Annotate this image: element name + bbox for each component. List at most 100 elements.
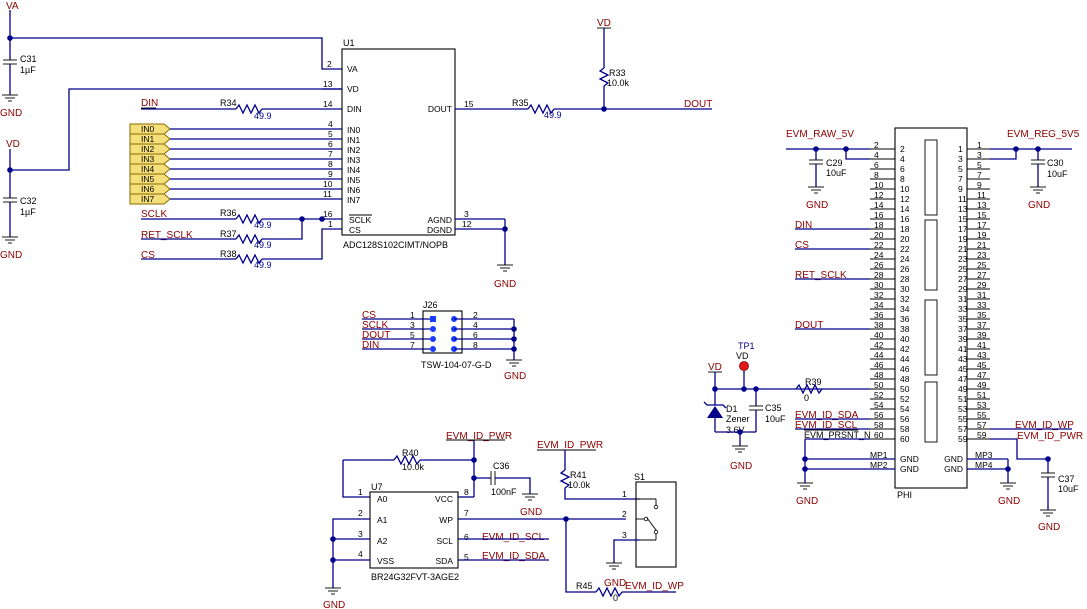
phi-left-pin-num-outer: 40 — [874, 330, 884, 340]
gnd-label-c31: GND — [0, 108, 22, 119]
gnd-label-phi-right: GND — [998, 496, 1020, 507]
phi-right-pin-num-outer: 11 — [977, 190, 986, 200]
r33-ref: R33 — [609, 68, 626, 78]
phi-right-pin-num-outer: 7 — [977, 170, 982, 180]
phi-gnd-right-1: GND — [944, 454, 963, 464]
u7-pin-vss-name: VSS — [377, 556, 394, 566]
u1-pin-13-num: 13 — [323, 79, 333, 89]
u7-pin-a0-name: A0 — [377, 494, 388, 504]
phi-mp2: MP2 — [870, 460, 888, 470]
j26-pin-3: 3 — [410, 320, 415, 330]
dout-net-label: DOUT — [684, 99, 712, 110]
gnd-label-c29: GND — [806, 200, 828, 211]
u1-part: ADC128S102CIMT/NOPB — [343, 240, 448, 250]
u1-pin-6-num: 6 — [328, 139, 333, 149]
in2-label: IN2 — [141, 144, 155, 154]
phi-right-pin-num-inner: 9 — [958, 184, 963, 194]
phi-right-pin-num-inner: 43 — [958, 354, 968, 364]
phi-left-pin-num-outer: 28 — [874, 270, 884, 280]
phi-left-pin-num-outer: 34 — [874, 300, 884, 310]
phi-left-pin-num-inner: 58 — [900, 424, 910, 434]
phi-right-pin-num-outer: 55 — [977, 410, 987, 420]
evm-raw-5v-label: EVM_RAW_5V — [786, 129, 854, 140]
phi-left-pin-num-inner: 14 — [900, 204, 910, 214]
u7-pin-a1-name: A1 — [377, 515, 388, 525]
in5-label: IN5 — [141, 174, 155, 184]
u7-pin-6-num: 6 — [464, 532, 469, 542]
u7-pin-2-num: 2 — [358, 508, 363, 518]
phi-right-pin-num-inner: 15 — [958, 214, 968, 224]
s1-pin-3: 3 — [622, 530, 627, 540]
r37-value: 49.9 — [254, 240, 272, 250]
c31-value: 1µF — [20, 65, 36, 75]
c29-value: 10uF — [826, 168, 847, 178]
dout-path: VD R33 10.0k R35 49.9 DOUT — [455, 18, 712, 120]
phi-right-pin-num-inner: 3 — [958, 154, 963, 164]
phi-left-pin-num-outer: 36 — [874, 310, 884, 320]
phi-right-pin-num-outer: 47 — [977, 370, 987, 380]
r41-evm-id-pwr-label: EVM_ID_PWR — [537, 440, 603, 451]
u7-evm-id-sda-label: EVM_ID_SDA — [482, 551, 546, 562]
phi-left-pin-num-outer: 14 — [874, 200, 884, 210]
r37-ref: R37 — [220, 229, 237, 239]
j26-pin-7: 7 — [410, 340, 415, 350]
d1-vd-label: VD — [708, 362, 722, 373]
phi-left-pin-num-outer: 30 — [874, 280, 884, 290]
phi-right-pin-num-inner: 45 — [958, 364, 968, 374]
phi-left-pin-num-outer: 48 — [874, 370, 884, 380]
phi-right-pin-num-outer: 13 — [977, 200, 987, 210]
phi-right-pin-num-inner: 53 — [958, 404, 968, 414]
in2-tag: IN2 — [129, 143, 322, 155]
j26-net-din: DIN — [362, 340, 379, 351]
phi-right-pin-num-inner: 25 — [958, 264, 968, 274]
phi-nets: EVM_RAW_5V C29 10uF GND EVM_REG_5V5 C30 … — [786, 129, 1083, 533]
phi-left-pin-num-outer: 10 — [874, 180, 884, 190]
phi-right-pin-num-inner: 41 — [958, 344, 968, 354]
r45-value: 0 — [613, 593, 618, 603]
phi-left-pin-num-outer: 52 — [874, 390, 884, 400]
phi-right-pin-num-inner: 55 — [958, 414, 968, 424]
c32-value: 1µF — [20, 207, 36, 217]
phi-gnd-left-2: GND — [900, 464, 919, 474]
u7-evm-id-wp-label: EVM_ID_WP — [625, 581, 684, 592]
phi-din-label: DIN — [795, 220, 812, 231]
u1-pin-9-num: 9 — [328, 169, 333, 179]
cs-path: CS R38 49.9 — [141, 228, 342, 270]
phi-left-pin-num-inner: 40 — [900, 334, 910, 344]
u1-ref: U1 — [343, 38, 355, 48]
u1-pin-in1-name: IN1 — [347, 135, 361, 145]
phi-right-pin-num-inner: 1 — [958, 144, 963, 154]
phi-left-pin-num-outer: 26 — [874, 260, 884, 270]
phi-right-pin-num-outer: 19 — [977, 230, 987, 240]
gnd-label-u1: GND — [494, 279, 516, 290]
phi-left-pin-num-outer: 58 — [874, 420, 884, 430]
vd-supply-section: VD C32 1µF GND — [0, 88, 342, 261]
in1-label: IN1 — [141, 134, 155, 144]
u1-pin-15-num: 15 — [464, 99, 474, 109]
r41-value: 10.0k — [568, 480, 591, 490]
u1-pin-4-num: 4 — [328, 119, 333, 129]
phi-left-pin-num-inner: 30 — [900, 284, 910, 294]
phi-evm-id-scl-label: EVM_ID_SCL — [795, 420, 858, 431]
phi-evm-prsnt-n-label: EVM_PRSNT_N — [804, 430, 871, 440]
ret-sclk-net-label: RET_SCLK — [141, 230, 193, 241]
s1-switch: EVM_ID_PWR R41 10.0k S1 1 2 3 GND — [537, 440, 677, 589]
r41-ref: R41 — [570, 470, 587, 480]
u1-pin-in5-name: IN5 — [347, 175, 361, 185]
phi-right-pin-num-outer: 9 — [977, 180, 982, 190]
phi-right-pin-num-outer: 1 — [977, 140, 982, 150]
phi-right-pin-num-inner: 17 — [958, 224, 968, 234]
c30-value: 10uF — [1047, 169, 1068, 179]
s1-ref: S1 — [634, 472, 645, 482]
j26-pin-1: 1 — [410, 310, 415, 320]
phi-gnd-right-2: GND — [944, 464, 963, 474]
j26-pin-8: 8 — [473, 340, 478, 350]
in6-label: IN6 — [141, 184, 155, 194]
r36-ref: R36 — [220, 208, 237, 218]
c36-value: 100nF — [491, 487, 517, 497]
u1-pin-7-num: 7 — [328, 149, 333, 159]
phi-right-pin-num-inner: 31 — [958, 294, 968, 304]
phi-left-pin-num-inner: 44 — [900, 354, 910, 364]
u1-pin-10-num: 10 — [323, 179, 333, 189]
